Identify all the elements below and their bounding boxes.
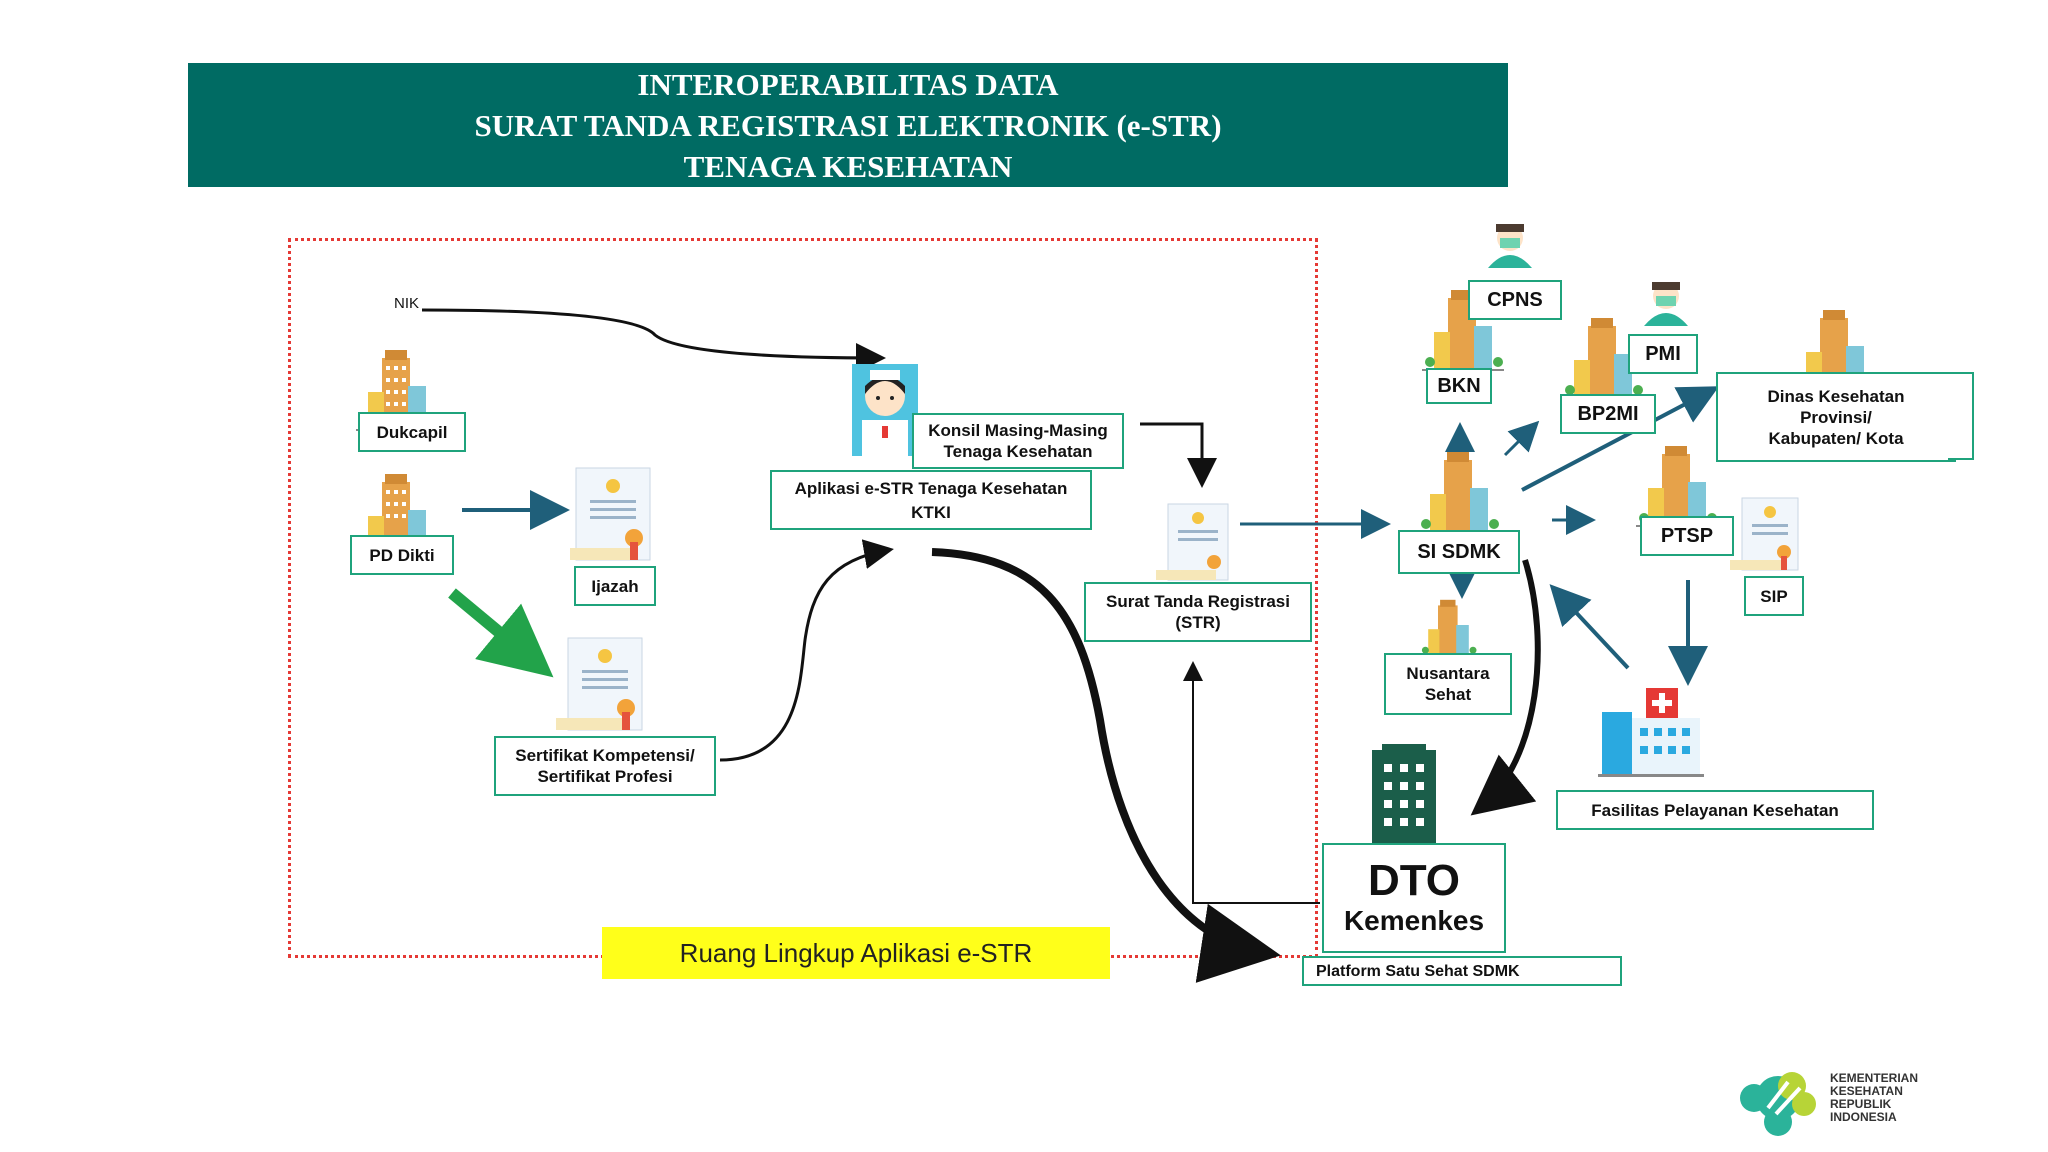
node-sertifikat-line1: Sertifikat Kompetensi/ [515,746,695,765]
hospital-icon [1598,688,1704,777]
node-str: Surat Tanda Registrasi (STR) [1084,582,1312,642]
node-dukcapil-label: Dukcapil [376,422,448,442]
title-banner: INTEROPERABILITAS DATA SURAT TANDA REGIS… [188,63,1508,187]
node-ijazah-label: Ijazah [591,576,639,596]
node-ptsp-label: PTSP [1660,524,1714,547]
arrow-sisdmk-dto [1470,559,1541,816]
node-ptsp: PTSP [1640,516,1734,556]
certificate-icon [556,637,643,731]
node-dinkes-shadow [1948,372,1974,460]
node-konsil-line2: Tenaga Kesehatan [943,442,1093,461]
building-icon [1421,599,1477,656]
node-bkn: BKN [1426,368,1492,404]
node-platform-label: Platform Satu Sehat SDMK [1316,962,1520,980]
node-sip-label: SIP [1760,586,1788,606]
node-dinkes: Dinas Kesehatan Provinsi/ Kabupaten/ Kot… [1716,372,1956,462]
dto-label: DTO [1367,856,1461,905]
arrow-dto-str [1183,661,1320,904]
node-bkn-label: BKN [1437,374,1481,397]
node-sertifikat-line2: Sertifikat Profesi [537,767,673,786]
node-bp2mi-label: BP2MI [1577,402,1639,425]
building-icon [1418,452,1500,533]
node-aplikasi-line1: Aplikasi e-STR Tenaga Kesehatan [794,478,1068,498]
doctor-icon [1488,224,1532,268]
arrow-pddikti-sertifikat [448,588,554,678]
title-line-3: TENAGA KESEHATAN [683,148,1013,184]
logo-line-3: REPUBLIK [1830,1097,1892,1111]
node-dukcapil: Dukcapil [358,412,466,452]
node-sip: SIP [1744,576,1804,616]
arrow-sisdmk-dinkes [1521,386,1720,492]
building-icon [1636,446,1718,527]
certificate-icon [570,467,651,561]
node-nusantara-line2: Sehat [1424,685,1472,704]
node-konsil: Konsil Masing-Masing Tenaga Kesehatan [912,413,1124,469]
arrow-sisdmk-bp2mi [1503,420,1540,457]
node-si-sdmk: SI SDMK [1398,530,1520,574]
node-bp2mi: BP2MI [1560,394,1656,434]
node-nusantara-line1: Nusantara [1406,664,1490,683]
dto-sublabel: Kemenkes [1343,905,1485,936]
node-pd-dikti-label: PD Dikti [369,545,435,565]
node-cpns: CPNS [1468,280,1562,320]
node-str-line1: Surat Tanda Registrasi [1106,592,1290,611]
dto-building-icon [1372,744,1436,846]
node-aplikasi-line2: KTKI [911,502,951,522]
node-dinkes-line2: Provinsi/ [1800,407,1872,427]
kemenkes-logo-icon [1740,1072,1816,1136]
kemenkes-logo-text: KEMENTERIAN KESEHATAN REPUBLIK INDONESIA [1830,1072,1940,1124]
building-icon [1562,318,1644,399]
node-str-line2: (STR) [1175,613,1221,632]
node-dinkes-line1: Dinas Kesehatan [1767,386,1905,406]
logo-line-4: INDONESIA [1830,1110,1897,1124]
node-sertifikat: Sertifikat Kompetensi/ Sertifikat Profes… [494,736,716,796]
logo-line-1: KEMENTERIAN [1830,1071,1919,1085]
node-aplikasi-estr: Aplikasi e-STR Tenaga Kesehatan KTKI [770,470,1092,530]
certificate-icon [1156,503,1229,581]
nurse-icon [852,364,918,456]
arrow-aplikasi-platform [931,548,1281,983]
node-si-sdmk-label: SI SDMK [1417,540,1501,563]
node-pmi-label: PMI [1645,342,1681,365]
node-platform-satu-sehat: Platform Satu Sehat SDMK [1302,956,1622,986]
title-line-1: INTEROPERABILITAS DATA [637,66,1059,102]
scope-label: Ruang Lingkup Aplikasi e-STR [602,927,1110,979]
node-dto-kemenkes: DTO Kemenkes [1322,843,1506,953]
node-faskes-label: Fasilitas Pelayanan Kesehatan [1591,800,1839,820]
node-nusantara-sehat: Nusantara Sehat [1384,653,1512,715]
doctor-icon [1644,282,1688,326]
arrow-konsil-str [1140,422,1217,488]
node-pmi: PMI [1628,334,1698,374]
node-cpns-label: CPNS [1487,288,1543,311]
node-konsil-line1: Konsil Masing-Masing [928,421,1108,440]
node-faskes: Fasilitas Pelayanan Kesehatan [1556,790,1874,830]
arrow-sertifikat-aplikasi [719,539,894,762]
node-dinkes-line3: Kabupaten/ Kota [1768,428,1904,448]
node-ijazah: Ijazah [574,566,656,606]
arrow-faskes-sisdmk [1549,584,1630,670]
nik-label: NIK [394,295,420,312]
certificate-icon [1730,497,1799,571]
node-pd-dikti: PD Dikti [350,535,454,575]
logo-line-2: KESEHATAN [1830,1084,1903,1098]
arrow-nik-konsil [421,308,886,373]
title-line-2: SURAT TANDA REGISTRASI ELEKTRONIK (e-STR… [474,107,1222,143]
